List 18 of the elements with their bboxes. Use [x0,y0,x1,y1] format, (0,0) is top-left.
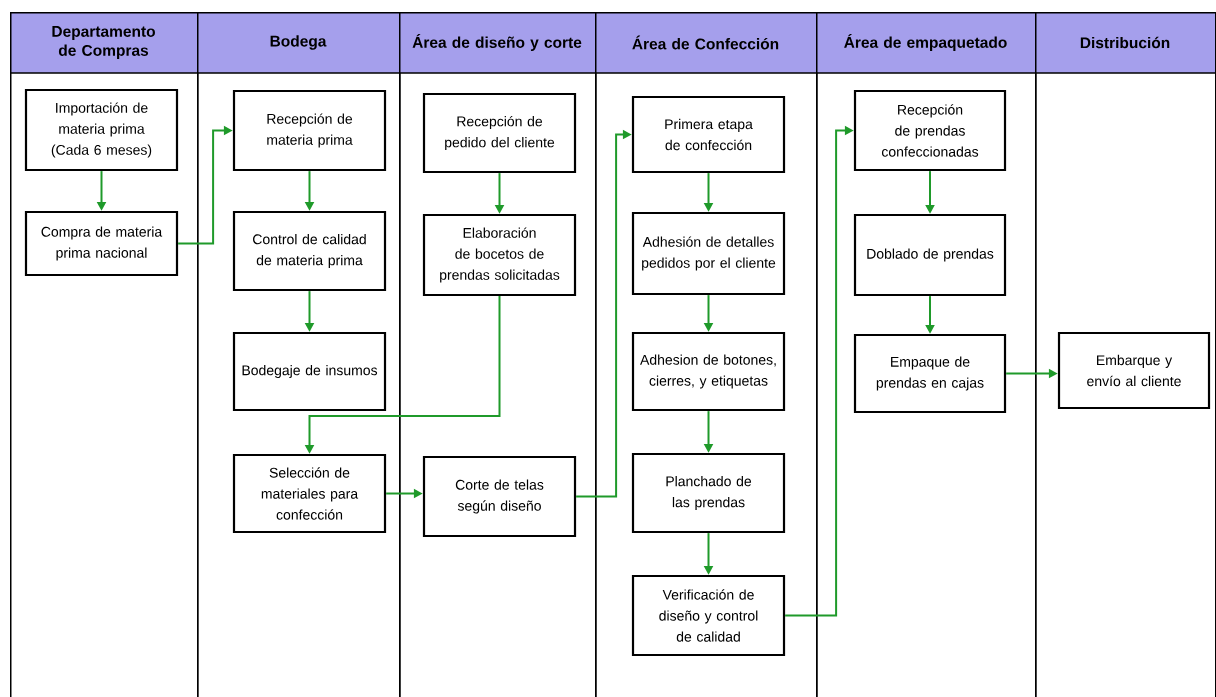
process-box: Selección de materiales para confección [232,453,387,534]
process-box: Elaboración de bocetos de prendas solicitadas [422,213,577,297]
process-box: Recepción de materia prima [232,89,387,172]
process-box: Corte de telas según diseño [422,455,577,538]
process-box: Recepción de prendas confeccionadas [853,89,1007,172]
process-box: Importación de materia prima (Cada 6 meses) [24,88,179,172]
process-box: Bodegaje de insumos [232,331,387,412]
process-box: Doblado de prendas [853,213,1007,297]
process-box: Recepción de pedido del cliente [422,92,577,174]
process-box: Control de calidad de materia prima [232,210,387,292]
process-box: Adhesión de detalles pedidos por el cliente [631,211,786,296]
process-box: Verificación de diseño y control de calidad [631,574,786,657]
process-box: Planchado de las prendas [631,452,786,534]
process-box: Primera etapa de confección [631,95,786,174]
process-box: Adhesion de botones, cierres, y etiquetas [631,331,786,412]
process-box: Embarque y envío al cliente [1057,331,1211,410]
process-box: Empaque de prendas en cajas [853,333,1007,414]
process-box: Compra de materia prima nacional [24,210,179,277]
